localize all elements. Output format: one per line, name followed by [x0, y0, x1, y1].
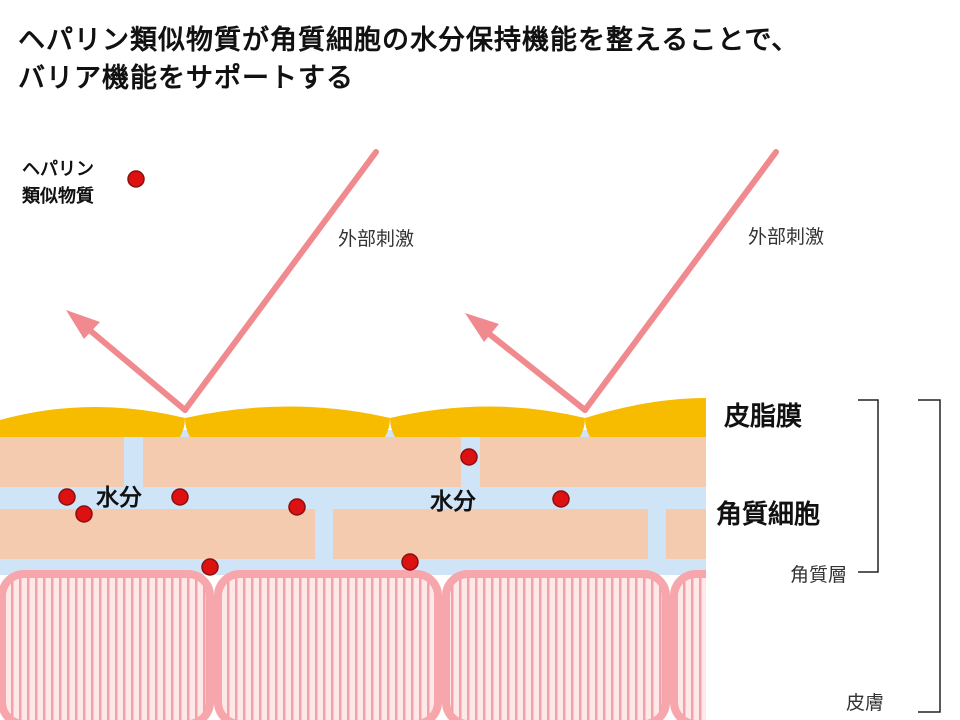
heparinoid-dot: [201, 558, 219, 576]
corneocyte-cell: [0, 509, 315, 559]
sebum-film: [0, 398, 706, 437]
corneocyte-row-1: [0, 437, 706, 487]
heparinoid-dot-legend: [127, 170, 145, 188]
heparinoid-dot: [58, 488, 76, 506]
heparinoid-legend-label: ヘパリン 類似物質: [22, 156, 94, 210]
heparinoid-markers: [58, 170, 570, 576]
stratum-corneum-bracket: [858, 399, 879, 573]
title-line-2: バリア機能をサポートする: [18, 63, 354, 94]
heparinoid-dot: [460, 448, 478, 466]
skin-label: 皮膚: [846, 692, 885, 714]
heparinoid-dot: [552, 490, 570, 508]
heparinoid-dot: [401, 553, 419, 571]
heparinoid-dot: [75, 505, 93, 523]
heparinoid-dot: [171, 488, 189, 506]
external-stimulus-label-2: 外部刺激: [748, 226, 825, 248]
corneocyte-cell: [143, 437, 461, 487]
sebum-film-label: 皮脂膜: [724, 402, 803, 432]
water-label-1: 水分: [96, 485, 142, 511]
external-stimulus-label-1: 外部刺激: [338, 228, 415, 250]
corneocyte-cell: [480, 437, 706, 487]
heparinoid-dot: [288, 498, 306, 516]
water-label-2: 水分: [430, 489, 476, 515]
skin-cell: [214, 570, 442, 720]
legend-line-2: 類似物質: [22, 186, 94, 207]
corneocyte-label: 角質細胞: [716, 500, 821, 530]
arrowhead-icon: [66, 310, 100, 339]
corneocyte-row-2: [0, 509, 706, 559]
corneocyte-cell: [0, 437, 124, 487]
skin-cell: [0, 570, 214, 720]
page-title: ヘパリン類似物質が角質細胞の水分保持機能を整えることで、 バリア機能をサポートす…: [18, 22, 948, 98]
arrowhead-icon: [465, 313, 499, 342]
title-line-1: ヘパリン類似物質が角質細胞の水分保持機能を整えることで、: [18, 25, 800, 56]
skin-cell: [442, 570, 670, 720]
corneocyte-cell: [666, 509, 706, 559]
corneocyte-cell: [333, 509, 648, 559]
stratum-corneum-label: 角質層: [790, 564, 848, 586]
stimulus-arrow-1: [77, 149, 379, 413]
lower-skin-cells: [0, 570, 738, 720]
stimulus-arrow-2: [475, 149, 779, 413]
skin-bracket: [918, 399, 941, 713]
legend-line-1: ヘパリン: [22, 159, 94, 180]
